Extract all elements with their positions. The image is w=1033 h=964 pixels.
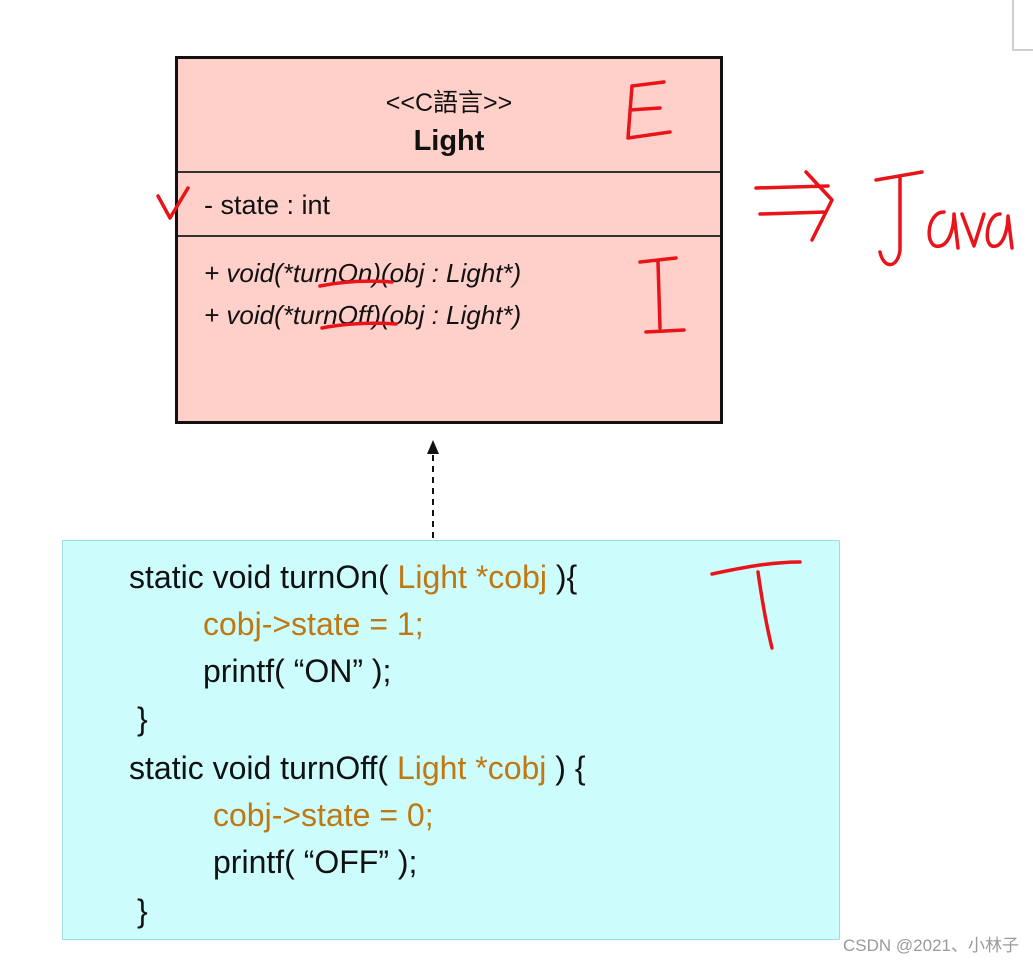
annotation-java-a2 bbox=[985, 212, 1014, 250]
class-stereotype: <<C語言>> bbox=[385, 89, 513, 117]
code-line-2: cobj->state = 1; bbox=[203, 606, 424, 642]
annotation-letter-t bbox=[710, 560, 802, 650]
annotation-java-a1 bbox=[927, 210, 960, 250]
code-line-4: } bbox=[137, 701, 148, 737]
code-line-6: cobj->state = 0; bbox=[213, 797, 434, 833]
code-block: static void turnOn( Light *cobj ){ cobj-… bbox=[62, 540, 840, 940]
code-param-type: Light *cobj bbox=[396, 750, 556, 786]
annotation-java-j bbox=[874, 170, 924, 267]
watermark: CSDN @2021、小林子 bbox=[843, 936, 1019, 955]
code-line-5: static void turnOff( Light *cobj ) { bbox=[129, 750, 586, 787]
annotation-letter-i bbox=[638, 256, 686, 334]
code-keyword: static void turnOn( bbox=[129, 559, 398, 595]
annotation-underline-turnon bbox=[318, 279, 394, 288]
annotation-check-mark bbox=[156, 186, 190, 220]
code-param-type: Light *cobj bbox=[397, 559, 556, 595]
code-line-3: printf( “ON” ); bbox=[203, 653, 392, 689]
code-bracket: ) { bbox=[555, 750, 586, 786]
code-line-7: printf( “OFF” ); bbox=[213, 844, 418, 880]
code-keyword: static void turnOff( bbox=[129, 750, 397, 786]
dependency-arrow-head bbox=[427, 440, 439, 454]
annotation-arrow bbox=[754, 170, 834, 242]
code-bracket: ){ bbox=[555, 559, 578, 595]
annotation-letter-e bbox=[626, 80, 672, 140]
class-name-compartment: <<C語言>> Light bbox=[178, 59, 720, 173]
class-attribute-state: - state : int bbox=[204, 190, 331, 220]
code-line-8: } bbox=[137, 893, 148, 929]
class-attributes-compartment: - state : int bbox=[178, 173, 720, 237]
annotation-underline-turnoff bbox=[320, 321, 398, 330]
uml-class-light: <<C語言>> Light - state : int + void(*turn… bbox=[175, 56, 723, 424]
page-corner-icon bbox=[1012, 0, 1033, 51]
annotation-java-v bbox=[960, 212, 986, 248]
class-name: Light bbox=[413, 125, 485, 157]
code-line-1: static void turnOn( Light *cobj ){ bbox=[129, 559, 577, 596]
